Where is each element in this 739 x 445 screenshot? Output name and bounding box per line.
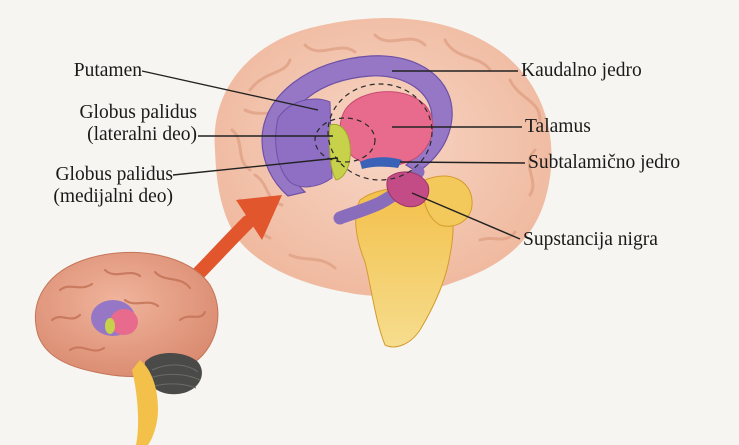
- label-globus-lateral-line1: Globus palidus: [10, 102, 197, 124]
- label-globus-lateral-line2: (lateralni deo): [10, 124, 197, 146]
- thalamus-shape: [340, 92, 433, 167]
- putamen-shape: [276, 99, 332, 187]
- label-globus-medial-line2: (medijalni deo): [5, 186, 173, 208]
- label-kaudalno-jedro: Kaudalno jedro: [521, 60, 642, 82]
- label-subtalamicno-jedro: Subtalamično jedro: [528, 152, 680, 174]
- label-supstancija-nigra: Supstancija nigra: [523, 229, 658, 251]
- label-putamen: Putamen: [30, 60, 142, 82]
- label-globus-palidus-medial: Globus palidus (medijalni deo): [5, 164, 173, 208]
- label-talamus: Talamus: [525, 116, 591, 138]
- label-globus-palidus-lateral: Globus palidus (lateralni deo): [10, 102, 197, 146]
- small-brain: [35, 252, 217, 445]
- label-globus-medial-line1: Globus palidus: [5, 164, 173, 186]
